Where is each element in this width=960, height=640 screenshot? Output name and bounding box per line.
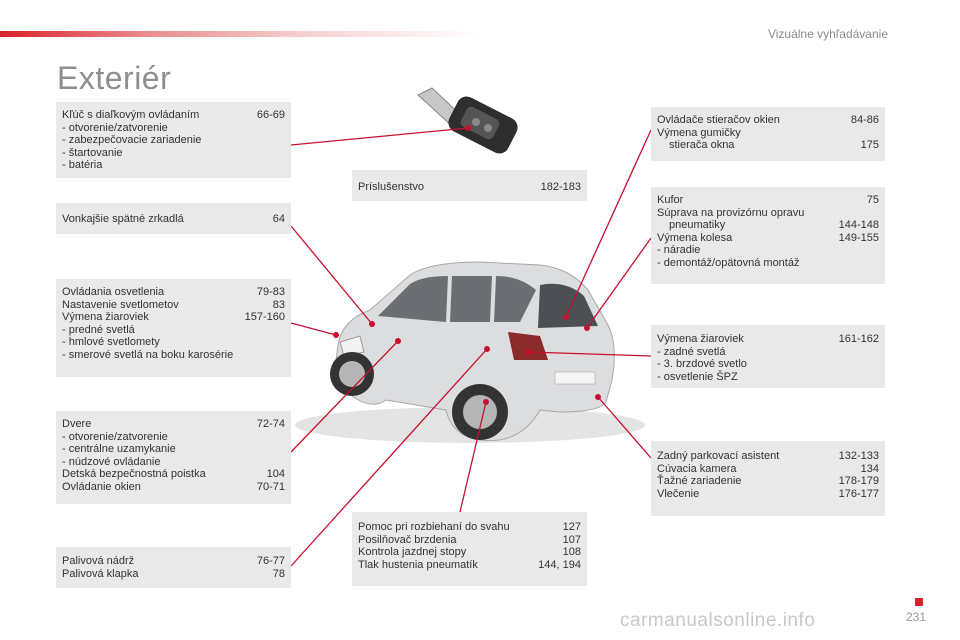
section-title: Vizuálne vyhľadávanie xyxy=(767,27,888,41)
watermark: carmanualsonline.info xyxy=(620,610,816,631)
leader-dots xyxy=(333,125,601,405)
header-accent-bar xyxy=(0,31,480,37)
page-title: Exteriér xyxy=(57,60,172,96)
car-illustration xyxy=(295,261,645,443)
key-fob-illustration xyxy=(417,87,518,154)
page-marker xyxy=(915,598,923,606)
page-number: 231 xyxy=(906,610,927,624)
